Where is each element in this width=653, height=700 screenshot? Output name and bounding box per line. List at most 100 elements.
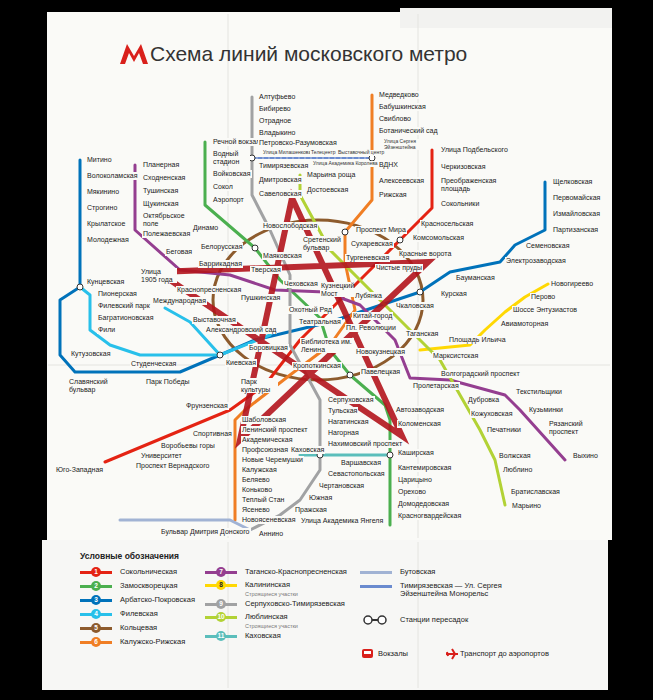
line-number: 5 (91, 623, 101, 633)
station-name: Аннино (258, 530, 284, 538)
station-name: Крылатское (86, 220, 126, 228)
line-number: 9 (216, 599, 226, 609)
station-name: Охотный Ряд (288, 306, 333, 314)
station-icon (364, 651, 371, 654)
station-name: Беляево (241, 476, 271, 484)
transfer-dot (77, 284, 83, 290)
station-name: Спортивная (192, 430, 233, 438)
station-name: Шоссе Энтузиастов (512, 306, 578, 314)
station-name: Печатники (486, 426, 522, 434)
station-name: Дмитровская (258, 176, 303, 184)
station-name: Проспект Мира (355, 226, 407, 234)
station-name: Первомайская (552, 194, 601, 202)
station-name: Щукинская (142, 200, 179, 208)
station-name: Краснопресненская (176, 286, 242, 294)
legend-note: Строящиеся участки (245, 623, 298, 629)
line-number: 4 (91, 609, 101, 619)
station-name: Динамо (192, 224, 219, 232)
station-name: Нахимовский проспект (327, 440, 403, 448)
station-name: Тургеневская (345, 254, 390, 262)
station-name: Дубровка (467, 396, 500, 404)
red-star (158, 198, 428, 440)
airport-icon (446, 649, 458, 659)
station-name: Боровицкая (248, 344, 289, 352)
metro-line (205, 142, 390, 525)
station-name: Свиблово (378, 115, 412, 123)
transfer-dot (417, 289, 423, 295)
station-name: Международная (152, 297, 207, 305)
station-name: Марьино (511, 502, 542, 510)
station-name: Митино (86, 156, 113, 164)
transfer-symbol (378, 616, 386, 624)
station-name: Орехово (397, 488, 427, 496)
station-name: Чертановская (318, 482, 365, 490)
station-name: Ясенево (241, 506, 271, 514)
station-name: Багратионовская (97, 314, 154, 322)
station-name: Таганская (405, 330, 439, 338)
station-name: Чкаловская (395, 302, 435, 310)
station-name: Электрозаводская (505, 257, 567, 265)
station-name: Проспект Вернадского (135, 462, 210, 470)
fold-lines (48, 14, 610, 688)
station-name: Волоколамская (86, 172, 139, 180)
legend-heading: Условные обозначения (80, 552, 179, 561)
station-name: Кантемировская (397, 464, 452, 472)
station-name: Комсомольская (412, 234, 465, 242)
station-name: Люблино (502, 466, 533, 474)
legend-text: Транспорт до аэропортов (460, 650, 549, 658)
station-name: Октябрьское поле (142, 212, 184, 227)
station-name: Театральная (298, 318, 342, 326)
station-name: Сокольники (440, 200, 480, 208)
legend-text: Сокольническая (120, 568, 177, 576)
paper-sheet (47, 12, 612, 540)
legend-text: Таганско-Краснопресненская (245, 568, 347, 576)
station-name: Автозаводская (395, 406, 445, 414)
station-name: Рязанский проспект (548, 420, 590, 435)
legend-note: Строящиеся участки (245, 591, 298, 597)
station-name: Царицыно (397, 476, 433, 484)
paper-flap (400, 8, 612, 28)
station-name: Чистые пруды (375, 264, 423, 272)
station-name: Фили (97, 326, 116, 334)
station-name: Марксистская (432, 352, 479, 360)
legend-text: Калининская (245, 581, 290, 589)
station-name: Калужская (241, 466, 278, 474)
station-name: Киевская (225, 359, 257, 367)
transfer-dot (397, 237, 403, 243)
station-name: Парк культуры (240, 378, 278, 393)
station-name: Славянский бульвар (68, 378, 110, 393)
station-name: Коньково (241, 486, 273, 494)
station-name: Пл. Революции (345, 324, 397, 332)
station-name: Сухаревская (350, 240, 394, 248)
station-name: Речной вокзал (212, 138, 261, 146)
station-name: Чеховская (283, 280, 319, 288)
station-name: Новоясеневская (241, 516, 296, 524)
station-name: Кунцевская (86, 278, 125, 286)
transfer-dot (217, 352, 223, 358)
station-name: Юго-Западная (55, 466, 104, 474)
station-name: Ботанический сад (378, 127, 438, 135)
station-name: Маяковская (262, 252, 303, 260)
station-name: Тушинская (142, 187, 179, 195)
station-name: Улица Подбельского (440, 146, 509, 154)
station-name: Белорусская (200, 243, 243, 251)
station-name: Профсоюзная (241, 446, 289, 454)
station-name: Александровский сад (205, 326, 277, 334)
station-name: Водный стадион (212, 150, 250, 165)
station-name: Выхино (572, 452, 599, 460)
station-name: Филевский парк (97, 302, 151, 310)
metro-line (300, 454, 390, 457)
monorail-station-name: Улица Милашенкова (262, 150, 312, 156)
transfer-dot (347, 372, 353, 378)
station-name: Новослободская (262, 222, 318, 230)
legend-swatch (360, 585, 392, 588)
station-name: Университет (140, 452, 183, 460)
station-name: Варшавская (340, 459, 382, 467)
legend-sheet (42, 540, 608, 690)
metro-logo (120, 44, 148, 64)
station-name: Баррикадная (198, 260, 243, 268)
station-name: Серпуховская (327, 396, 375, 404)
station-name: Отрадное (258, 117, 292, 125)
legend-text: Серпуховско-Тимирязевская (245, 600, 345, 608)
